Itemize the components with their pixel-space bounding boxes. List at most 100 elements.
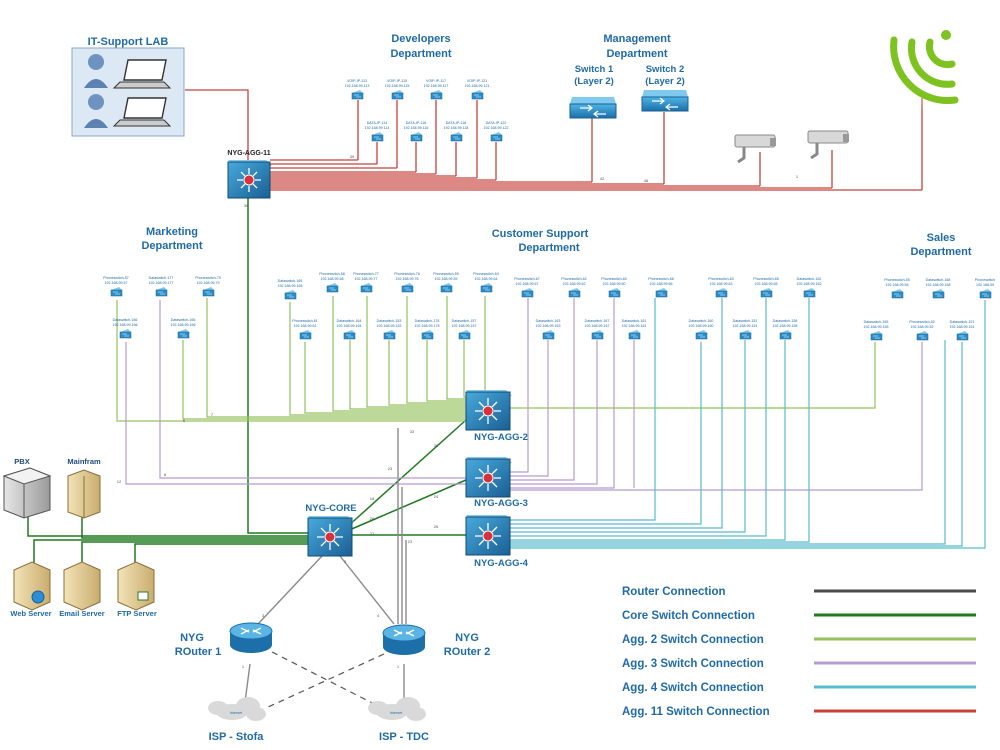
backup-links — [265, 651, 391, 713]
cs-access-switch-19-name: Dataswitch-163 — [536, 319, 561, 323]
agg4-connections — [510, 298, 986, 549]
cs-access-switch-3-ip: 192.168.99.77 — [355, 277, 378, 281]
agg3-label: NYG-AGG-3 — [474, 498, 528, 509]
agg3-connections — [125, 298, 923, 491]
svg-text:42: 42 — [600, 176, 605, 181]
cs-access-switch-15-name: Phoneswitch-66 — [648, 277, 674, 281]
sales-access-switch-4-ip: 192.168.99.155 — [864, 325, 889, 329]
core-switch[interactable] — [307, 516, 354, 557]
legend-label: Agg. 11 Switch Connection — [622, 706, 770, 718]
mgmt-switch-2[interactable] — [641, 90, 689, 112]
svg-text:33: 33 — [410, 429, 415, 434]
cs-access-switch-24-ip: 192.168.99.158 — [773, 324, 798, 328]
router2-label-line1: NYG — [455, 632, 479, 644]
cloud-icon: Internet — [368, 697, 426, 721]
cs-access-switch-18-ip: 192.168.99.162 — [797, 282, 822, 286]
marketing-title-line2: Department — [141, 240, 202, 252]
agg4-switch[interactable] — [465, 515, 512, 556]
agg2-connections — [116, 296, 876, 422]
legend-label: Core Switch Connection — [622, 610, 755, 622]
router-1[interactable] — [229, 622, 273, 653]
email-server-icon — [63, 561, 101, 611]
isp-tdc-label: ISP - TDC — [379, 731, 429, 743]
cs-access-switch-13-ip: 192.168.99.62 — [563, 282, 586, 286]
agg3-switch[interactable] — [465, 457, 512, 498]
dev-access-switch-4-ip: 192.168.99.121 — [465, 84, 490, 88]
agg2-label: NYG-AGG-2 — [474, 432, 528, 443]
router1-label-line1: NYG — [180, 632, 204, 644]
developers-title-line2: Department — [390, 48, 451, 60]
agg2-switch[interactable] — [465, 390, 512, 431]
sales-access-switch-3-name: Phoneswitch — [975, 278, 995, 282]
it-lab-users — [84, 54, 108, 128]
dev-access-switch-2-ip: 192.168.99.115 — [385, 84, 410, 88]
cloud-label: Internet — [230, 711, 242, 715]
sales-access-switch-1-name: Phoneswitch-55 — [884, 278, 910, 282]
ftp-server-icon — [117, 561, 155, 611]
cloud-icon: Internet — [208, 697, 266, 721]
dev-access-switch-1-name: VOIP-IP-113 — [347, 79, 367, 83]
svg-text:36: 36 — [244, 203, 249, 208]
svg-text:12: 12 — [117, 479, 122, 484]
marketing-access-switch-4-ip: 192.168.99.156 — [113, 323, 138, 327]
web-server-icon — [13, 561, 51, 611]
marketing-access-switch-5-name: Dataswitch-166 — [171, 318, 196, 322]
cs-access-switch-23-name: Dataswitch-151 — [733, 319, 758, 323]
mgmt-switch-1[interactable] — [569, 97, 617, 119]
svg-text:7: 7 — [211, 412, 214, 417]
agg11-switch[interactable] — [227, 160, 272, 199]
legend-label: Agg. 2 Switch Connection — [622, 634, 764, 646]
legend-item: Agg. 4 Switch Connection — [622, 682, 976, 694]
mainframe-label: Mainfram — [67, 457, 101, 466]
cs-access-switch-11-ip: 192.168.99.157 — [452, 324, 477, 328]
email-server-label: Email Server — [59, 609, 105, 618]
router-2[interactable] — [382, 624, 426, 655]
cs-access-switch-6-name: Phoneswitch-64 — [473, 272, 499, 276]
user-icon — [88, 94, 104, 110]
